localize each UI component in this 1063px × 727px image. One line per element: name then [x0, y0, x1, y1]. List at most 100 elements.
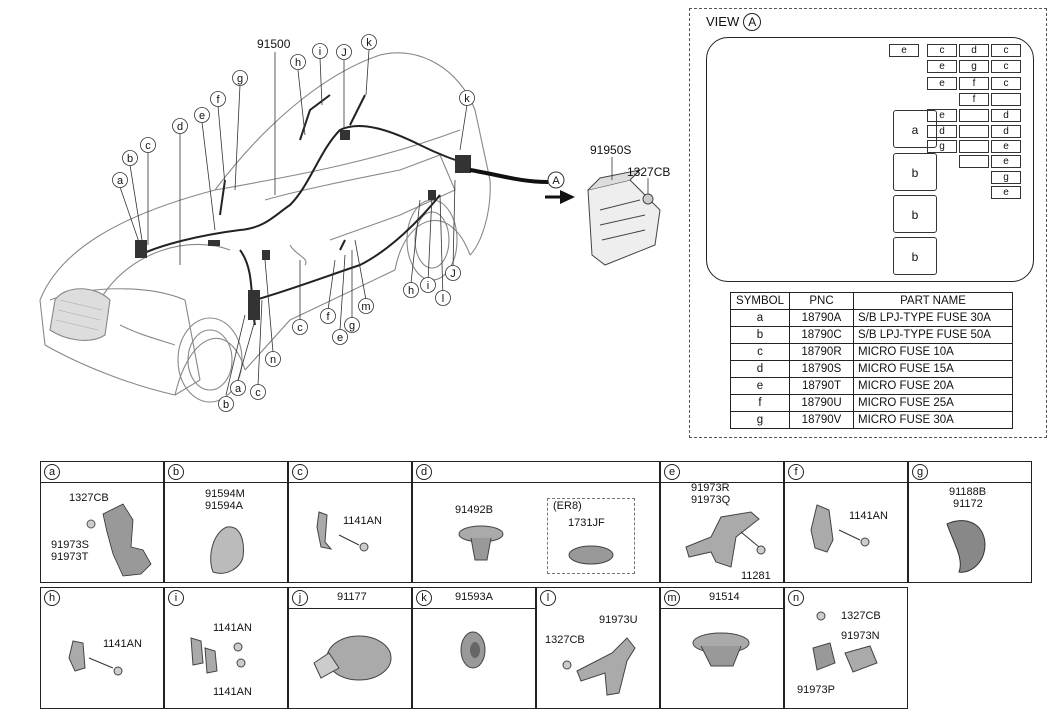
fuse-slot	[959, 125, 989, 138]
part-label: 91973S	[51, 539, 89, 551]
callout-k2: k	[464, 93, 470, 105]
callout-e2: e	[337, 332, 343, 344]
callout-h: h	[295, 57, 301, 69]
bolt-icon	[642, 193, 654, 205]
part-label: 91973P	[797, 684, 835, 696]
car-wiring-diagram: a b c d e f g h i J k k a b c n c f e g …	[39, 34, 670, 412]
header-part-name: PART NAME	[853, 292, 1013, 310]
part-cell-n: n 1327CB 91973N 91973P	[784, 587, 908, 709]
cell-key: f	[788, 464, 804, 480]
cell-key: i	[168, 590, 184, 606]
cell-key: b	[168, 464, 184, 480]
part-label: 1141AN	[213, 622, 252, 634]
part-label: 91973R	[691, 482, 730, 494]
part-cell-a: a 1327CB 91973S 91973T	[40, 461, 164, 583]
part-cell-d: d 91492B (ER8) 1731JF	[412, 461, 660, 583]
callout-g2: g	[349, 320, 355, 332]
part-label: 1731JF	[568, 517, 605, 529]
harness-connectors	[135, 130, 471, 320]
clip-h-icon	[68, 640, 123, 676]
leader-lines	[119, 49, 468, 396]
callout-d: d	[177, 121, 183, 133]
part-label: 91973N	[841, 630, 880, 642]
fuse-slot	[959, 155, 989, 168]
callout-i: i	[319, 46, 321, 58]
part-cell-e: e 91973R 91973Q 11281	[660, 461, 784, 583]
view-arrow-head	[560, 190, 575, 204]
big-fuse-slot: b	[893, 237, 937, 275]
part-label: 91188B	[949, 486, 987, 498]
er8-box	[547, 498, 635, 574]
pnc-bolt-label: 1327CB	[627, 165, 670, 179]
part-cell-f: f 1141AN	[784, 461, 908, 583]
big-fuse-slot: b	[893, 195, 937, 233]
fuse-slot: f	[959, 93, 989, 106]
part-label: 91594M	[205, 488, 245, 500]
part-label: 91492B	[455, 504, 493, 516]
view-arrow-marker	[547, 171, 565, 189]
fuse-slot: c	[927, 44, 957, 57]
callout-a: a	[117, 175, 124, 187]
part-label: 1327CB	[545, 634, 585, 646]
fuse-slot: e	[991, 140, 1021, 153]
bracket-l-icon	[562, 637, 636, 696]
cell-key: d	[416, 464, 432, 480]
callout-j: J	[341, 47, 347, 59]
fuse-slot	[959, 140, 989, 153]
pnc-main-label: 91500	[257, 37, 291, 51]
fuse-slot: e	[889, 44, 919, 57]
cap-part-icon	[210, 526, 244, 574]
table-header-row: SYMBOL PNC PART NAME	[730, 292, 1013, 310]
part-cell-g: g 91188B 91172	[908, 461, 1032, 583]
fuse-slot: d	[991, 125, 1021, 138]
grommet-j-icon	[313, 635, 392, 681]
connector-f-icon	[810, 504, 870, 553]
callouts	[112, 34, 475, 412]
part-label: 1141AN	[849, 510, 888, 522]
callout-c: c	[145, 140, 151, 152]
fuse-slot	[959, 109, 989, 122]
view-arrow	[469, 168, 549, 184]
part-cell-l: l 91973U 1327CB	[536, 587, 660, 709]
callout-k: k	[366, 37, 372, 49]
cover-g-icon	[946, 520, 986, 573]
fuse-slot	[991, 93, 1021, 106]
grommet-m-icon	[692, 632, 750, 667]
view-arrow-letter: A	[552, 175, 560, 187]
callout-c2: c	[255, 387, 261, 399]
cell-key: k	[416, 590, 432, 606]
cell-title: 91514	[709, 591, 740, 603]
fuse-slot: e	[927, 77, 957, 90]
part-label: 91973U	[599, 614, 638, 626]
callout-b2: b	[223, 399, 229, 411]
plug-icon	[568, 545, 614, 565]
callout-a2: a	[235, 383, 242, 395]
bracket-n-icon	[812, 611, 878, 673]
part-label: 91594A	[205, 500, 243, 512]
cell-key: j	[292, 590, 308, 606]
fuse-slot: e	[927, 60, 957, 73]
callout-c3: c	[297, 322, 303, 334]
callout-j2: J	[450, 268, 456, 280]
part-label: 1327CB	[69, 492, 109, 504]
callout-f2: f	[326, 311, 330, 323]
harness-91500	[139, 94, 471, 326]
part-cell-b: b 91594M 91594A	[164, 461, 288, 583]
part-label: 1141AN	[343, 515, 382, 527]
fuse-box: e c d c e g c e f c f e d d d g e e g e …	[706, 37, 1034, 282]
clip-bolt-icon	[316, 511, 369, 552]
part-cell-i: i 1141AN 1141AN	[164, 587, 288, 709]
part-label: 91973T	[51, 551, 89, 563]
cell-key: m	[664, 590, 680, 606]
callout-e: e	[199, 110, 205, 122]
callout-m: m	[361, 301, 370, 313]
callout-l: l	[442, 293, 444, 305]
cell-key: l	[540, 590, 556, 606]
part-label: 1141AN	[103, 638, 142, 650]
pnc-box-label: 91950S	[590, 143, 631, 157]
